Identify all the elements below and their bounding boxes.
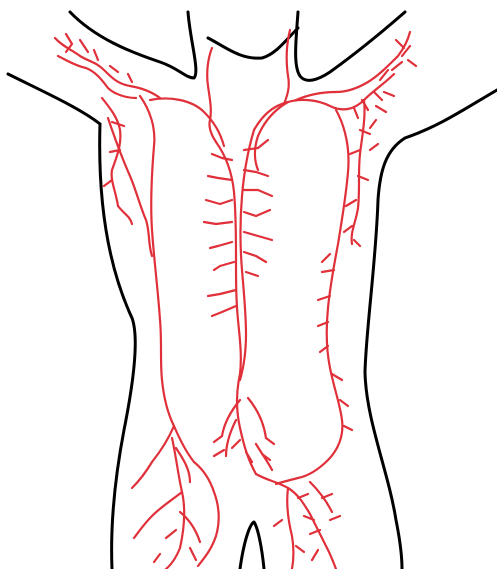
- left-torso-outline: [100, 124, 136, 569]
- vessel-left-branch-descend: [132, 426, 190, 488]
- neckline-outline: [208, 28, 298, 58]
- vessel-upper-right-clavicle: [296, 32, 410, 100]
- vessel-upper-left-2: [58, 56, 136, 98]
- body-outline: [8, 12, 497, 569]
- vessel-trunk-branches-right: [244, 140, 272, 276]
- vessel-right-outer-chain: [352, 100, 365, 244]
- vessel-lower-right-1: [256, 474, 336, 569]
- vessel-lower-right-4: [310, 482, 340, 520]
- vessel-lower-central: [222, 398, 272, 470]
- vessel-upper-right-main: [254, 74, 394, 130]
- vessel-right-mid-twigs: [318, 254, 352, 430]
- vessel-lower-right-3: [274, 488, 320, 569]
- vessel-central-trunk-left: [216, 142, 241, 374]
- vessel-right-upper-lobe: [255, 102, 288, 170]
- vessel-lower-left-2: [134, 492, 200, 562]
- vessel-left-main: [140, 96, 194, 462]
- vessel-right-main: [327, 110, 349, 460]
- left-arm-outline: [8, 74, 100, 124]
- vessel-lower-left-3: [194, 462, 219, 566]
- vessel-lower-right-2: [276, 460, 328, 484]
- right-arm-outline: [405, 90, 497, 138]
- vessel-central-trunk-lower: [237, 374, 256, 474]
- vessel-upper-left-3: [66, 34, 132, 82]
- vessel-network: [55, 30, 416, 569]
- crotch-outline: [240, 522, 264, 569]
- right-torso-outline: [365, 138, 405, 569]
- vessel-neck-left: [207, 48, 216, 142]
